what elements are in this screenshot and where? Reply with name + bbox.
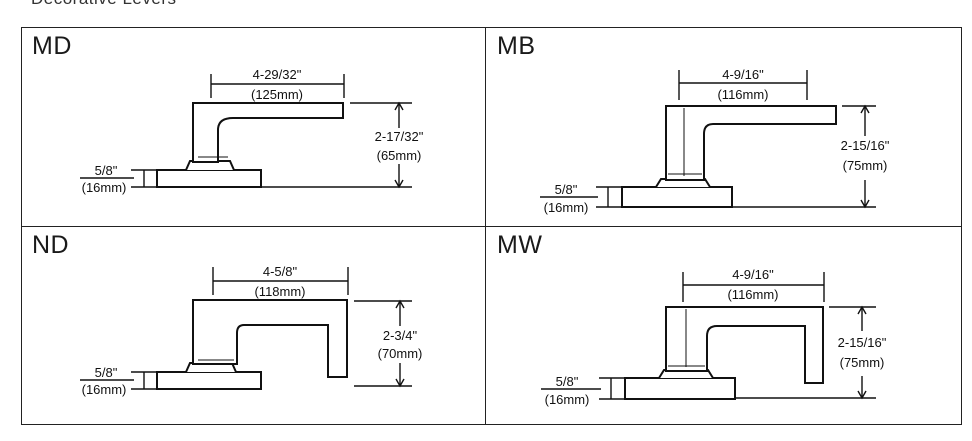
lever-code-mb: MB — [497, 32, 536, 60]
mw-height-mm: (75mm) — [840, 355, 885, 370]
nd-width-mm: (118mm) — [254, 284, 305, 299]
mw-rose-plate — [624, 377, 736, 400]
mw-rose-mm: (16mm) — [545, 392, 590, 407]
md-rose-mm: (16mm) — [82, 180, 127, 195]
nd-rose-inches: 5/8" — [95, 365, 118, 380]
page-header: Decorative Levers — [31, 0, 177, 9]
mb-rose-inches: 5/8" — [555, 182, 578, 197]
nd-height-mm: (70mm) — [378, 346, 423, 361]
nd-height-inches: 2-3/4" — [383, 328, 418, 343]
nd-rose-mm: (16mm) — [82, 382, 127, 397]
md-height-mm: (65mm) — [377, 148, 422, 163]
mb-height-mm: (75mm) — [843, 158, 888, 173]
mw-rose-inches: 5/8" — [556, 374, 579, 389]
mb-width-mm: (116mm) — [717, 87, 768, 102]
mb-lever-handle — [665, 105, 837, 181]
lever-code-nd: ND — [32, 231, 70, 259]
md-rose-inches: 5/8" — [95, 163, 118, 178]
md-width-inches: 4-29/32" — [253, 67, 302, 82]
mb-rose-mm: (16mm) — [544, 200, 589, 215]
md-lever-handle — [192, 102, 344, 163]
mb-height-inches: 2-15/16" — [841, 138, 890, 153]
mw-width-mm: (116mm) — [727, 287, 778, 302]
lever-code-md: MD — [32, 32, 72, 60]
nd-lever-handle — [192, 299, 348, 378]
grid-horizontal-divider — [21, 226, 962, 227]
mb-width-inches: 4-9/16" — [722, 67, 764, 82]
mw-height-inches: 2-15/16" — [838, 335, 887, 350]
mw-lever-handle — [665, 306, 824, 384]
md-height-inches: 2-17/32" — [375, 129, 424, 144]
nd-width-inches: 4-5/8" — [263, 264, 298, 279]
lever-code-mw: MW — [497, 231, 543, 259]
mw-width-inches: 4-9/16" — [732, 267, 774, 282]
md-width-mm: (125mm) — [251, 87, 303, 102]
